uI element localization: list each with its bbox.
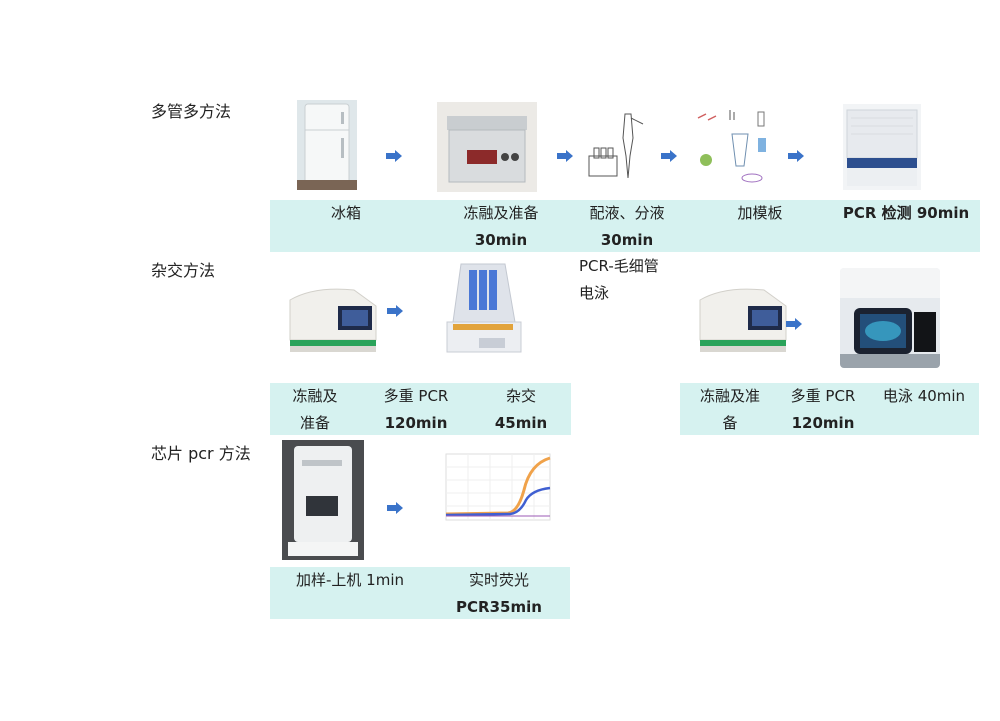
step-label: 配液、分液 (589, 204, 665, 222)
arrow-icon (387, 502, 403, 514)
step-label: 电泳 40min (882, 387, 966, 405)
step-label: 备 (722, 414, 738, 432)
section-title-multi-tube: 多管多方法 (151, 102, 232, 121)
pipette-image (585, 108, 655, 188)
row1-band (270, 200, 980, 252)
step-label: 30min (474, 231, 528, 249)
chip-instrument-image (282, 440, 364, 560)
step-label: 冻融及 (292, 387, 338, 405)
template-diagram-image (692, 104, 774, 192)
step-label: 120min (791, 414, 855, 432)
thermal-cycler-image (694, 282, 790, 357)
section-title-chip-pcr: 芯片 pcr 方法 (151, 444, 251, 463)
step-label: 准备 (299, 414, 330, 432)
step-label: PCR-毛细管 (579, 257, 659, 275)
step-label: 多重 PCR (383, 387, 449, 405)
arrow-icon (786, 318, 802, 330)
step-label: 冻融及准 (699, 387, 760, 405)
step-label: 加模板 (737, 204, 783, 222)
arrow-icon (386, 150, 402, 162)
thermal-cycler-image (284, 282, 380, 357)
step-label: 冰箱 (330, 204, 361, 222)
row3-band (270, 567, 570, 619)
step-label: PCR35min (456, 598, 542, 616)
step-label: PCR 检测 90min (842, 204, 970, 222)
arrow-icon (661, 150, 677, 162)
step-label: 电泳 (579, 284, 610, 302)
water-bath-image (437, 102, 537, 192)
amplification-curve-image (438, 450, 554, 530)
arrow-icon (557, 150, 573, 162)
step-label: 120min (384, 414, 448, 432)
arrow-icon (788, 150, 804, 162)
fridge-image (297, 100, 357, 190)
row2-left-band (270, 383, 571, 435)
step-label: 杂交 (505, 387, 536, 405)
step-label: 冻融及准备 (463, 204, 539, 222)
step-label: 实时荧光 (468, 571, 529, 589)
arrow-icon (387, 305, 403, 317)
section-title-hybridization: 杂交方法 (151, 261, 216, 280)
electrophoresis-instrument-image (840, 268, 940, 368)
hybridization-instrument-image (439, 258, 527, 368)
step-label: 加样-上机 1min (295, 571, 404, 589)
step-label: 45min (494, 414, 548, 432)
step-label: 多重 PCR (790, 387, 856, 405)
step-label: 30min (600, 231, 654, 249)
row2-right-band (680, 383, 979, 435)
pcr-instrument-image (843, 104, 921, 190)
